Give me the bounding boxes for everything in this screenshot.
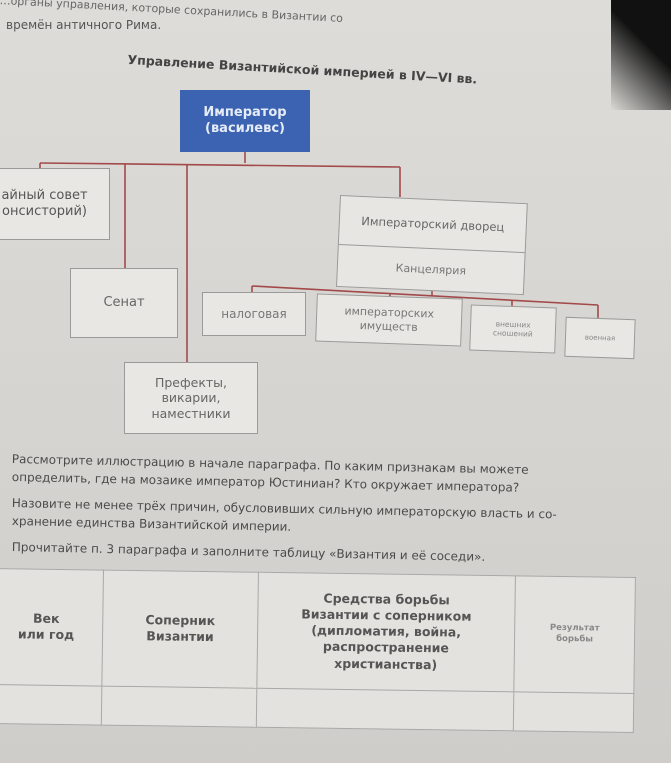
chancellery-box: Канцелярия xyxy=(395,261,467,278)
emperor-sublabel: (василевс) xyxy=(205,121,285,136)
table-cell[interactable] xyxy=(101,685,257,728)
dark-background-corner xyxy=(611,0,671,110)
header-means: Средства борьбы Византии с соперником (д… xyxy=(256,572,516,692)
tax-department-box: налоговая xyxy=(202,292,306,336)
prefects-line-2: викарии, xyxy=(161,390,221,406)
property-sublabel: имуществ xyxy=(359,318,418,335)
table-cell[interactable] xyxy=(256,687,514,731)
prefects-line-3: наместники xyxy=(151,405,231,421)
prefects-line-1: Префекты, xyxy=(154,374,228,390)
emperor-box: Император (василевс) xyxy=(180,90,310,152)
foreign-relations-box: внешних сношений xyxy=(469,304,557,354)
header-century: Век или год xyxy=(0,568,104,686)
property-department-box: императорских имуществ xyxy=(315,293,463,347)
council-box: айный совет онсисторий) xyxy=(0,168,110,240)
table-cell[interactable] xyxy=(513,691,634,733)
council-label: айный совет xyxy=(1,187,88,203)
header-text-line-2: времён античного Рима. xyxy=(6,18,162,32)
header-result: Результат борьбы xyxy=(513,575,636,694)
foreign-sublabel: сношений xyxy=(492,328,533,339)
byzantium-neighbors-table: Век или год Соперник Византии Средства б… xyxy=(0,568,636,734)
prefects-box: Префекты, викарии, наместники xyxy=(124,362,258,434)
council-sublabel: онсисторий) xyxy=(2,204,87,219)
table-cell[interactable] xyxy=(0,684,102,726)
connector-horizontal-departments xyxy=(251,285,599,306)
table-row xyxy=(0,684,634,733)
table-header-row: Век или год Соперник Византии Средства б… xyxy=(0,568,636,694)
military-department-box: военная xyxy=(564,316,636,360)
emperor-label: Император xyxy=(203,104,287,120)
senate-box: Сенат xyxy=(70,268,178,338)
palace-group: Императорский дворец Канцелярия xyxy=(335,195,528,296)
header-rival: Соперник Византии xyxy=(101,570,259,688)
connector-horizontal-main xyxy=(39,162,401,168)
